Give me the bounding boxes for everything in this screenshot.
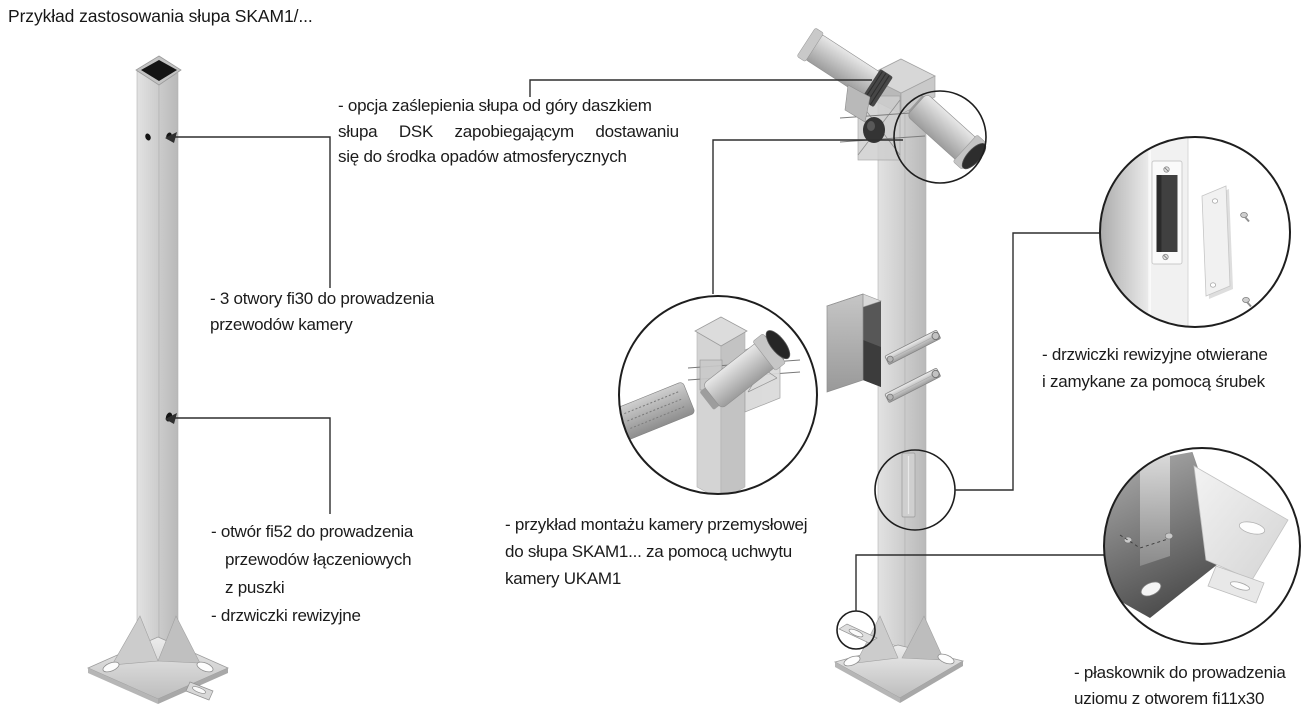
annotation-line: przewodów kamery bbox=[210, 315, 353, 334]
camera-upper-left bbox=[797, 28, 893, 107]
annotation-line: się do środka opadów atmosferycznych bbox=[338, 147, 627, 166]
annotation-line: - drzwiczki rewizyjne otwierane bbox=[1042, 345, 1268, 364]
page-title: Przykład zastosowania słupa SKAM1/... bbox=[8, 6, 313, 26]
camera-upper-right bbox=[908, 95, 987, 170]
leader-fi30 bbox=[172, 136, 331, 288]
annotation-line: i zamykane za pomocą śrubek bbox=[1042, 372, 1265, 391]
camera-mount-bracket bbox=[839, 95, 926, 161]
pole-open-top bbox=[135, 55, 182, 86]
base-slot-hole bbox=[102, 661, 120, 673]
ground-strip-tab bbox=[185, 681, 214, 701]
detail-door-opening bbox=[1151, 160, 1183, 265]
detail-door-screw bbox=[1240, 211, 1250, 223]
detail-circle-inspection-door bbox=[1099, 136, 1291, 328]
detail-door-plate bbox=[1201, 185, 1233, 299]
detail-pole-column bbox=[1140, 448, 1170, 566]
annotation-ground-strip: - płaskownik do prowadzenia uziomu z otw… bbox=[1074, 660, 1286, 712]
detail-camera-right bbox=[700, 330, 791, 410]
annotation-line: uziomu z otworem fi11x30 bbox=[1074, 689, 1265, 708]
inspection-door-outline bbox=[901, 452, 916, 518]
detail-circle-ground-strip bbox=[1103, 447, 1301, 645]
detail-base-hole bbox=[1140, 581, 1162, 597]
annotation-line: z puszki bbox=[225, 578, 285, 597]
left-pole-base bbox=[87, 615, 229, 704]
detail-ground-strip bbox=[1207, 565, 1265, 604]
annotation-line: kamery UKAM1 bbox=[505, 569, 622, 588]
annotation-line: - drzwiczki rewizyjne bbox=[211, 606, 361, 625]
base-gusset bbox=[901, 615, 945, 661]
annotation-line: słupa DSK zapobiegającym dostawaniu bbox=[338, 121, 679, 141]
clamp-strap-lower bbox=[884, 368, 941, 403]
detail-plate-slot bbox=[1238, 521, 1266, 535]
annotation-line: - 3 otwory fi30 do prowadzenia bbox=[210, 289, 435, 308]
annotation-holes-fi30: - 3 otwory fi30 do prowadzenia przewodów… bbox=[210, 286, 434, 338]
base-gusset bbox=[157, 615, 201, 664]
leader-strip-detail bbox=[855, 554, 1104, 611]
right-pole bbox=[877, 94, 927, 651]
annotation-line: - opcja zaślepienia słupa od góry daszki… bbox=[338, 96, 652, 115]
annotation-line: przewodów łączeniowych bbox=[225, 550, 412, 569]
leader-fi52 bbox=[172, 417, 331, 514]
annotation-line: - płaskownik do prowadzenia bbox=[1074, 663, 1286, 682]
annotation-inspection-door: - drzwiczki rewizyjne otwierane i zamyka… bbox=[1042, 341, 1268, 395]
annotation-line: - otwór fi52 do prowadzenia bbox=[211, 522, 414, 541]
leader-mount-detail bbox=[712, 139, 903, 294]
leader-fi52-arrow bbox=[165, 413, 177, 424]
base-slot-hole bbox=[937, 653, 955, 665]
base-gusset bbox=[111, 615, 159, 666]
annotation-line: do słupa SKAM1... za pomocą uchwytu bbox=[505, 542, 793, 561]
clamp-strap-upper bbox=[884, 330, 941, 365]
annotation-line: - przykład montażu kamery przemysłowej bbox=[505, 515, 808, 534]
ground-strip-tab bbox=[838, 623, 878, 644]
camera-arm bbox=[844, 84, 871, 123]
leader-lines bbox=[165, 79, 1104, 611]
left-pole bbox=[135, 55, 182, 651]
base-slot-hole bbox=[843, 655, 861, 667]
camera-circle-highlight bbox=[893, 90, 987, 184]
annotation-hole-fi52: - otwór fi52 do prowadzenia przewodów łą… bbox=[211, 518, 413, 630]
detail-door-screw bbox=[1242, 296, 1252, 308]
junction-box bbox=[826, 293, 882, 393]
detail-circle-camera-mount bbox=[618, 295, 818, 495]
leader-door-detail bbox=[955, 232, 1100, 491]
annotation-cap-option: - opcja zaślepienia słupa od góry daszki… bbox=[338, 93, 679, 170]
annotation-camera-mount: - przykład montażu kamery przemysłowej d… bbox=[505, 511, 808, 592]
base-slot-hole bbox=[196, 661, 214, 673]
leader-cap bbox=[529, 79, 872, 97]
right-pole-base bbox=[833, 615, 965, 703]
leader-fi30-arrow bbox=[165, 132, 177, 143]
